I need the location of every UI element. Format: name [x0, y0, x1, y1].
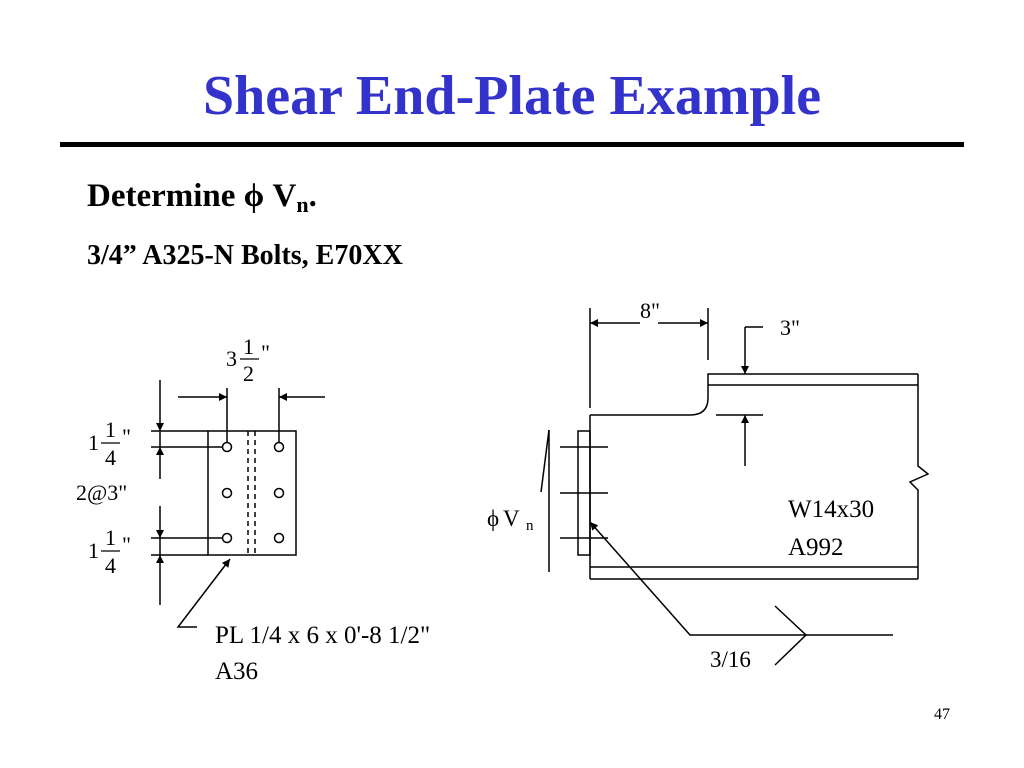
top-edge-denominator: 4 — [105, 445, 116, 470]
bottom-edge-denominator: 4 — [105, 553, 116, 578]
top-edge-unit: " — [122, 424, 131, 449]
bottom-edge-unit: " — [122, 532, 131, 557]
top-edge-whole: 1 — [88, 430, 99, 455]
cope-depth-label: 3" — [780, 315, 800, 340]
determine-text: Determine — [87, 178, 244, 214]
v-subscript: n — [296, 192, 309, 217]
slide-title: Shear End-Plate Example — [202, 65, 822, 127]
page-number: 47 — [934, 706, 950, 723]
gage-unit: " — [261, 340, 270, 365]
title-divider — [60, 142, 964, 147]
determine-end: . — [308, 178, 317, 214]
bolt-hole — [221, 532, 233, 544]
bottom-edge-numerator: 1 — [105, 525, 116, 550]
bolt-spacing-label: 2@3" — [76, 480, 127, 505]
phi-symbol: ϕ — [243, 178, 265, 214]
end-plate-detail — [151, 380, 325, 628]
coped-beam-elevation — [540, 308, 930, 666]
shear-subscript: n — [526, 518, 534, 534]
bolt-hole — [273, 532, 285, 544]
bottom-edge-whole: 1 — [88, 538, 99, 563]
bolt-hole — [273, 441, 285, 453]
bolt-hole — [221, 487, 233, 499]
shear-phi: ϕ — [487, 506, 499, 531]
shear-load-tick — [540, 429, 550, 493]
gage-numerator: 1 — [243, 334, 254, 359]
end-plate — [207, 430, 297, 556]
beam-label-line2: A992 — [788, 534, 844, 561]
beam-label-line1: W14x30 — [788, 496, 874, 523]
plate-label-line1: PL 1/4 x 6 x 0'-8 1/2" — [215, 622, 430, 649]
beam-break-line — [908, 374, 930, 579]
determine-line: Determine ϕ Vn. — [87, 176, 317, 225]
beam-top-flange-cope — [590, 373, 918, 416]
gage-whole: 3 — [226, 346, 237, 371]
shear-v: V — [503, 506, 520, 531]
bolts-spec: 3/4” A325-N Bolts, E70XX — [87, 240, 403, 271]
plate-label-line2: A36 — [215, 658, 258, 685]
fillet-weld-symbol — [774, 605, 808, 666]
plate-leader — [176, 558, 231, 628]
top-edge-numerator: 1 — [105, 417, 116, 442]
bolt-hole — [221, 441, 233, 453]
gage-denominator: 2 — [243, 361, 254, 386]
v-letter: V — [264, 178, 297, 214]
weld-size-label: 3/16 — [710, 647, 751, 672]
bolt-hole — [273, 487, 285, 499]
cope-length-label: 8" — [640, 298, 660, 323]
weld-leader — [589, 521, 893, 636]
